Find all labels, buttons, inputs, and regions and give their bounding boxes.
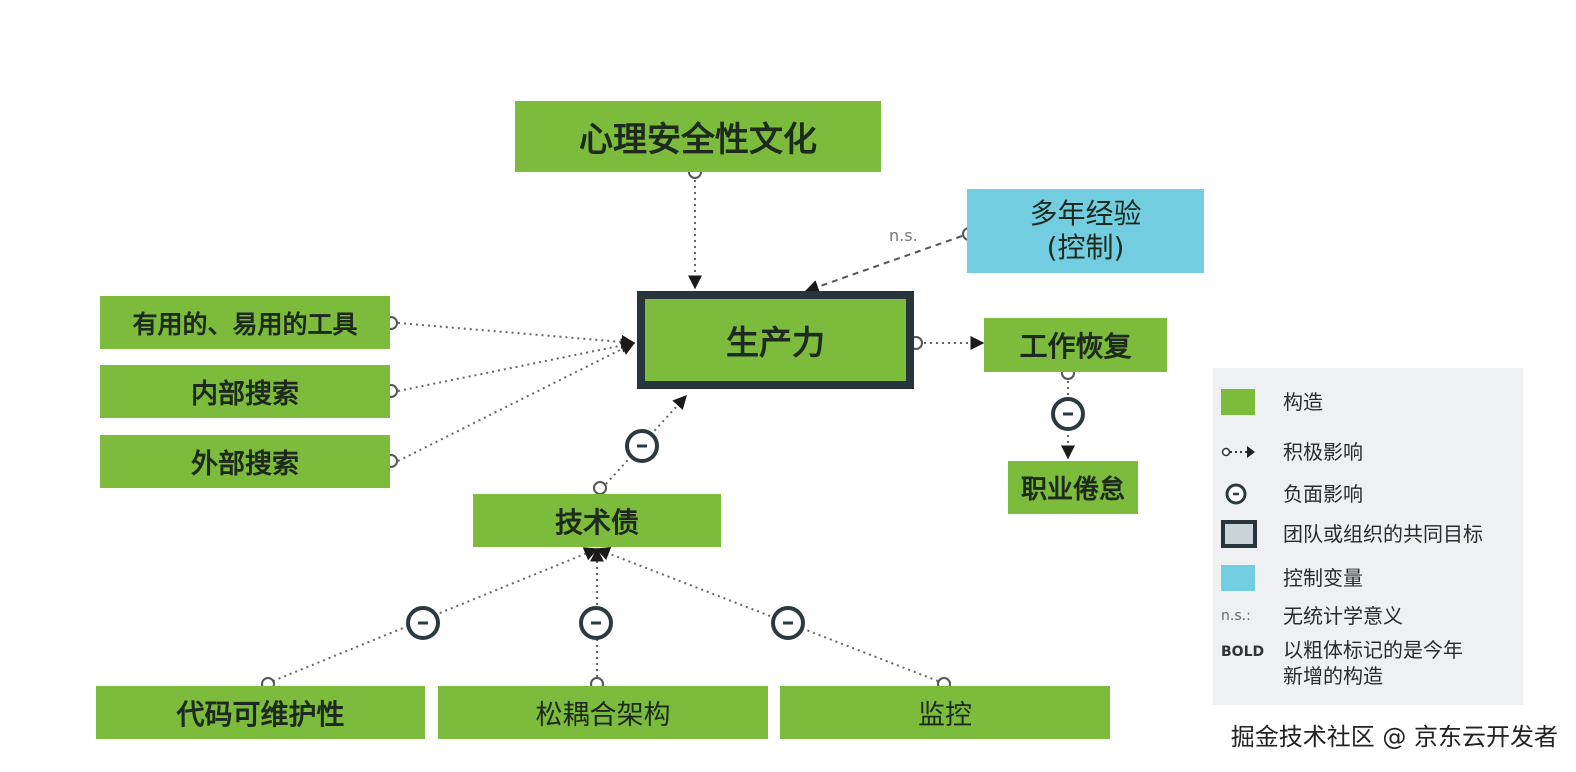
node-maintainability: 代码可维护性 (96, 686, 425, 739)
source-dot (593, 481, 607, 495)
legend-label: 控制变量 (1283, 566, 1363, 590)
legend-item-control: 控制变量 (1213, 560, 1523, 596)
edge-experience-productivity (804, 235, 963, 294)
edge-external-search-productivity (397, 342, 636, 462)
legend-label: 无统计学意义 (1283, 604, 1403, 628)
node-experience-label: 多年经验 (1029, 197, 1142, 230)
node-work-recovery: 工作恢复 (984, 318, 1167, 372)
legend-label: 团队或组织的共同目标 (1283, 522, 1483, 546)
edge-tech-debt-productivity (605, 394, 687, 485)
node-tech-debt: 技术债 (473, 494, 721, 547)
construct-swatch (1221, 389, 1255, 415)
legend-label: 以粗体标记的是今年 (1283, 638, 1463, 662)
legend-item-construct: 构造 (1213, 384, 1523, 420)
node-internal-search: 内部搜索 (100, 365, 390, 418)
legend: 构造 积极影响 负面影响 团队或组织的共同目标 控制变量 n.s.: 无统计学意… (1213, 368, 1523, 705)
legend-item-positive: 积极影响 (1213, 434, 1523, 470)
bold-symbol: BOLD (1221, 644, 1265, 660)
ns-label: n.s. (889, 226, 918, 245)
legend-item-ns: n.s.: 无统计学意义 (1213, 598, 1523, 634)
legend-label: 负面影响 (1283, 482, 1363, 506)
edge-tools-productivity (397, 322, 636, 349)
node-monitoring: 监控 (780, 686, 1110, 739)
node-culture: 心理安全性文化 (515, 101, 881, 172)
positive-arrow-icon (1221, 446, 1255, 458)
legend-label: 积极影响 (1283, 440, 1363, 464)
node-external-search: 外部搜索 (100, 435, 390, 488)
legend-label: 构造 (1283, 390, 1323, 414)
legend-item-goal: 团队或组织的共同目标 (1213, 516, 1523, 552)
node-tools: 有用的、易用的工具 (100, 296, 390, 349)
edge-monitoring-tech-debt (595, 547, 939, 682)
node-burnout: 职业倦怠 (1008, 461, 1138, 514)
node-architecture: 松耦合架构 (438, 686, 768, 739)
node-experience-sub: (控制) (1046, 231, 1125, 264)
negative-effect-icon (1225, 483, 1247, 505)
legend-item-bold: BOLD 以粗体标记的是今年 新增的构造 (1213, 634, 1523, 694)
goal-swatch (1221, 520, 1257, 548)
node-experience: 多年经验 (控制) (967, 189, 1204, 273)
watermark: 掘金技术社区 @ 京东云开发者 (1230, 723, 1558, 751)
node-productivity: 生产力 (637, 291, 914, 389)
legend-item-negative: 负面影响 (1213, 476, 1523, 512)
edge-internal-search-productivity (397, 338, 636, 392)
control-swatch (1221, 565, 1255, 591)
ns-symbol: n.s.: (1221, 608, 1251, 624)
legend-label: 新增的构造 (1283, 664, 1383, 688)
